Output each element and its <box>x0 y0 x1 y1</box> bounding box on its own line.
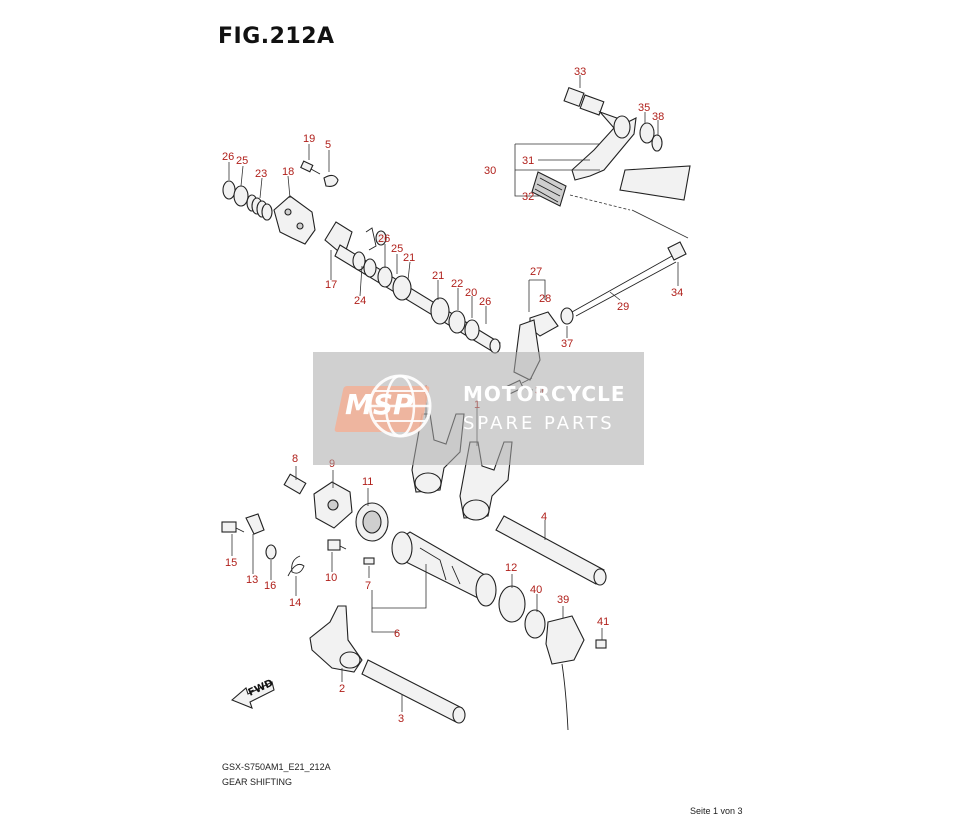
callout-18: 18 <box>282 166 294 178</box>
washer-part <box>233 185 249 207</box>
shift-pedal-assembly <box>531 86 691 239</box>
rod-end-34-part <box>667 241 687 261</box>
shift-drum-6-part <box>391 531 497 607</box>
shift-fork-2-part <box>309 605 363 673</box>
callout-39: 39 <box>557 594 569 606</box>
callout-25-b: 25 <box>391 243 403 255</box>
pin-7-part <box>363 557 375 565</box>
shift-arm-plate-part <box>273 195 316 245</box>
callout-17: 17 <box>325 279 337 291</box>
callout-26-b: 26 <box>378 233 390 245</box>
callout-11: 11 <box>362 476 373 488</box>
watermark-logo: MSP <box>345 388 414 421</box>
spring-14-part <box>287 555 305 577</box>
callout-28: 28 <box>539 293 551 305</box>
fork-shaft-3-part <box>361 659 466 724</box>
callout-30: 30 <box>484 165 496 177</box>
callout-29: 29 <box>617 301 629 313</box>
callout-7: 7 <box>365 580 371 592</box>
link-rod-part <box>571 255 673 313</box>
callout-15: 15 <box>225 557 237 569</box>
figure-subtitle: GEAR SHIFTING <box>222 777 293 787</box>
callout-27: 27 <box>530 266 542 278</box>
model-code: GSX-S750AM1_E21_212A <box>222 762 331 772</box>
callout-41: 41 <box>597 616 609 628</box>
pedal-rubber-part <box>531 171 567 207</box>
callout-26: 26 <box>222 151 234 163</box>
washer-16-part <box>265 544 277 560</box>
fork-shaft-4-part <box>495 515 607 586</box>
small-washer-part <box>375 230 387 246</box>
callout-8: 8 <box>292 453 298 465</box>
figure-title: FIG.212A <box>218 24 335 49</box>
callout-31: 31 <box>522 155 534 167</box>
circlip-part <box>222 180 236 200</box>
washer-35-part <box>639 122 655 144</box>
callout-34: 34 <box>671 287 683 299</box>
callout-13: 13 <box>246 574 258 586</box>
callout-4: 4 <box>541 511 547 523</box>
callout-19: 19 <box>303 133 315 145</box>
o-ring-40-part <box>524 609 546 639</box>
pad-42-part <box>619 165 691 201</box>
callout-40: 40 <box>530 584 542 596</box>
callout-21-b: 21 <box>432 270 444 282</box>
callout-10: 10 <box>325 572 337 584</box>
watermark-line1: MOTORCYCLE <box>463 382 626 406</box>
callout-22: 22 <box>451 278 463 290</box>
shift-shaft-assembly <box>222 160 501 354</box>
gear-position-sensor-39-part <box>545 615 585 731</box>
callout-3: 3 <box>398 713 404 725</box>
bolt-10-part <box>327 539 347 551</box>
watermark: MSP MOTORCYCLE SPARE PARTS <box>313 352 644 465</box>
screw-41-part <box>595 639 607 649</box>
nut-37-part <box>560 307 574 325</box>
callout-37: 37 <box>561 338 573 350</box>
page-info: Seite 1 von 3 <box>690 806 743 816</box>
callout-6: 6 <box>394 628 400 640</box>
callout-26-c: 26 <box>479 296 491 308</box>
callout-25: 25 <box>236 155 248 167</box>
callout-35: 35 <box>638 102 650 114</box>
bolt-15-part <box>221 521 245 533</box>
circlip-38-part <box>651 134 663 152</box>
shift-shaft-part <box>324 221 501 354</box>
callout-16: 16 <box>264 580 276 592</box>
stopper-13-part <box>245 513 265 535</box>
pin-8-part <box>283 473 307 495</box>
callout-23: 23 <box>255 168 267 180</box>
callout-32: 32 <box>522 191 534 203</box>
callout-20: 20 <box>465 287 477 299</box>
callout-21-a: 21 <box>403 252 415 264</box>
callout-33: 33 <box>574 66 586 78</box>
spring-part <box>246 194 273 221</box>
callout-2: 2 <box>339 683 345 695</box>
watermark-line2: SPARE PARTS <box>463 413 615 434</box>
pivot-bolt-part <box>563 86 605 116</box>
callout-24: 24 <box>354 295 366 307</box>
bolt-part <box>300 160 321 175</box>
callout-38: 38 <box>652 111 664 123</box>
bearing-12-part <box>498 585 526 623</box>
callout-5: 5 <box>325 139 331 151</box>
spring-hook-part <box>365 227 377 251</box>
gearshift-cam-assembly <box>221 473 389 577</box>
callout-14: 14 <box>289 597 301 609</box>
clip-part <box>323 174 339 187</box>
callout-12: 12 <box>505 562 517 574</box>
fwd-arrow-icon: FWD <box>230 678 275 709</box>
globe-icon <box>368 374 432 438</box>
